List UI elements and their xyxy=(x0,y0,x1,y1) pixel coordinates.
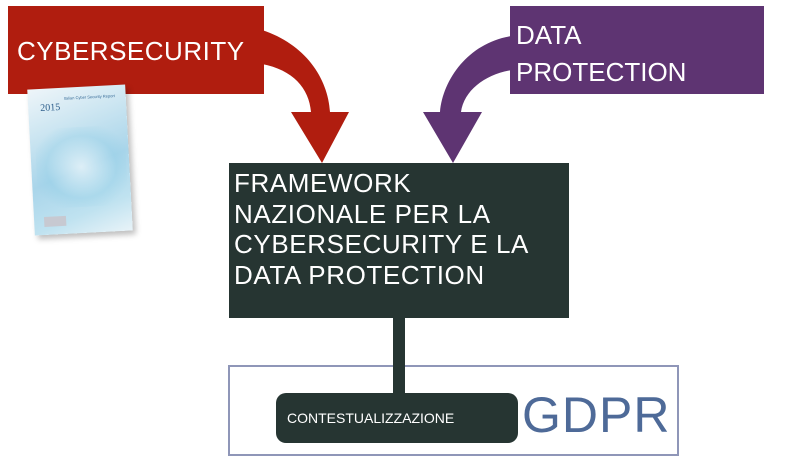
data-protection-label-line-2: PROTECTION xyxy=(516,57,687,87)
cyber-security-report-thumbnail: 2015 Italian Cyber Security Report xyxy=(27,84,133,236)
contestualizzazione-label: CONTESTUALIZZAZIONE xyxy=(287,410,455,426)
cybersecurity-arrow xyxy=(262,30,349,163)
contestualizzazione-box: CONTESTUALIZZAZIONE xyxy=(276,393,518,443)
framework-line-2: NAZIONALE PER LA xyxy=(234,198,491,229)
framework-line-1: FRAMEWORK xyxy=(234,168,412,198)
framework-connector xyxy=(393,318,405,402)
data-protection-box: DATA PROTECTION xyxy=(510,6,764,94)
cybersecurity-label: CYBERSECURITY xyxy=(17,36,245,66)
framework-line-4: DATA PROTECTION xyxy=(234,259,485,290)
data-protection-label-line-1: DATA xyxy=(516,20,582,50)
cis-logo xyxy=(90,213,122,224)
framework-box: FRAMEWORK NAZIONALE PER LA CYBERSECURITY… xyxy=(229,163,569,318)
report-title: Italian Cyber Security Report xyxy=(63,93,115,101)
cybersecurity-box: CYBERSECURITY xyxy=(8,6,264,94)
report-cover-glow xyxy=(34,124,129,210)
report-year: 2015 xyxy=(39,101,61,115)
data-protection-arrow xyxy=(423,36,512,163)
framework-line-3: CYBERSECURITY E LA xyxy=(234,229,529,259)
university-logo xyxy=(43,215,67,227)
gdpr-label: GDPR xyxy=(522,387,671,443)
